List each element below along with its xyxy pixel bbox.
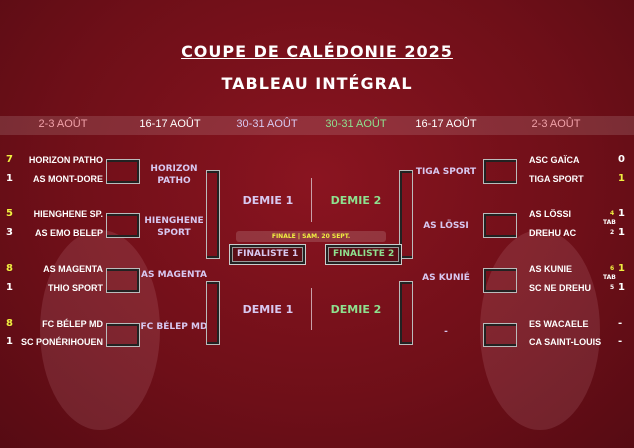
round-date: 16-17 AOÛT bbox=[415, 118, 477, 130]
page-title: COUPE DE CALÉDONIE 2025 bbox=[181, 42, 453, 61]
bracket-line bbox=[484, 324, 516, 346]
bracket-line bbox=[484, 160, 516, 183]
page-subtitle: TABLEAU INTÉGRAL bbox=[221, 74, 413, 93]
bracket-line bbox=[107, 269, 139, 292]
date-header-band bbox=[0, 116, 634, 135]
bracket-line bbox=[107, 324, 139, 346]
left-team-score: 1 bbox=[6, 173, 13, 184]
divider bbox=[311, 288, 312, 330]
right-team-score: 1 bbox=[618, 208, 625, 219]
left-team-score: 8 bbox=[6, 318, 13, 329]
right-r2-team: - bbox=[444, 327, 448, 337]
left-team-name: SC PONÉRIHOUEN bbox=[20, 337, 103, 347]
penalty-score: 2 bbox=[610, 229, 615, 236]
left-team-name: AS MAGENTA bbox=[43, 264, 103, 274]
left-team-score: 7 bbox=[6, 154, 13, 165]
right-team-score: 1 bbox=[618, 173, 625, 184]
bracket-line bbox=[484, 269, 516, 292]
final-date-label: FINALE | SAM. 20 SEPT. bbox=[236, 231, 386, 242]
bracket-line bbox=[107, 160, 139, 183]
bracket-line bbox=[107, 214, 139, 237]
penalty-score: 4 bbox=[610, 210, 615, 217]
left-team-score: 5 bbox=[6, 208, 13, 219]
right-team-score: - bbox=[618, 336, 623, 347]
round-date: 30-31 AOÛT bbox=[236, 118, 298, 130]
right-team-name: ES WACAELE bbox=[529, 319, 589, 329]
right-r2-team: AS LÖSSI bbox=[423, 221, 469, 231]
left-team-score: 1 bbox=[6, 282, 13, 293]
left-r2-team: FC BÉLEP MD bbox=[140, 322, 208, 332]
background-decoration bbox=[40, 230, 160, 430]
left-team-score: 8 bbox=[6, 263, 13, 274]
right-team-score: 1 bbox=[618, 282, 625, 293]
background-decoration bbox=[480, 230, 600, 430]
left-team-name: THIO SPORT bbox=[47, 283, 103, 293]
semifinal-1: DEMIE 1 bbox=[242, 194, 294, 207]
right-team-name: CA SAINT-LOUIS bbox=[529, 337, 602, 347]
right-r2-team: AS KUNIÉ bbox=[422, 273, 470, 283]
round-date: 30-31 AOÛT bbox=[325, 118, 387, 130]
round-date: 16-17 AOÛT bbox=[139, 118, 201, 130]
semifinal-2: DEMIE 2 bbox=[330, 303, 382, 316]
bracket-line bbox=[400, 171, 412, 258]
bracket-line bbox=[484, 214, 516, 237]
left-team-name: AS EMO BELEP bbox=[34, 228, 103, 238]
left-r2-team: HIENGHENE SPORT bbox=[144, 216, 204, 238]
penalty-score: 6 bbox=[610, 265, 615, 272]
divider bbox=[311, 178, 312, 222]
round-date: 2-3 AOÛT bbox=[38, 118, 88, 130]
left-team-score: 1 bbox=[6, 336, 13, 347]
left-team-name: FC BÉLEP MD bbox=[42, 319, 103, 329]
left-team-name: AS MONT-DORE bbox=[32, 174, 103, 184]
right-team-name: DREHU AC bbox=[529, 228, 577, 238]
right-r2-team: TIGA SPORT bbox=[415, 167, 477, 177]
bracket-line bbox=[207, 171, 219, 258]
right-team-score: 1 bbox=[618, 263, 625, 274]
right-team-score: 0 bbox=[618, 154, 625, 165]
bracket-line bbox=[207, 282, 219, 344]
finalist-2-box: FINALISTE 2 bbox=[326, 245, 402, 264]
left-team-name: HIENGHENE SP. bbox=[33, 209, 103, 219]
right-team-score: 1 bbox=[618, 227, 625, 238]
semifinal-2: DEMIE 2 bbox=[330, 194, 382, 207]
left-r2-team: HORIZON PATHO bbox=[150, 164, 198, 186]
right-team-score: - bbox=[618, 318, 623, 329]
left-team-score: 3 bbox=[6, 227, 13, 238]
right-team-name: AS LÖSSI bbox=[529, 209, 572, 219]
right-team-name: ASC GAÏCA bbox=[529, 155, 580, 165]
penalty-score: 5 bbox=[610, 284, 615, 291]
right-team-name: TIGA SPORT bbox=[529, 174, 584, 184]
right-team-name: SC NE DREHU bbox=[529, 283, 592, 293]
right-team-name: AS KUNIE bbox=[529, 264, 573, 274]
round-date: 2-3 AOÛT bbox=[531, 118, 581, 130]
semifinal-1: DEMIE 1 bbox=[242, 303, 294, 316]
tab-label: TAB bbox=[603, 219, 616, 226]
finalist-1-box: FINALISTE 1 bbox=[230, 245, 306, 264]
left-r2-team: AS MAGENTA bbox=[141, 270, 207, 280]
tab-label: TAB bbox=[603, 274, 616, 281]
bracket-line bbox=[400, 282, 412, 344]
left-team-name: HORIZON PATHO bbox=[28, 155, 103, 165]
